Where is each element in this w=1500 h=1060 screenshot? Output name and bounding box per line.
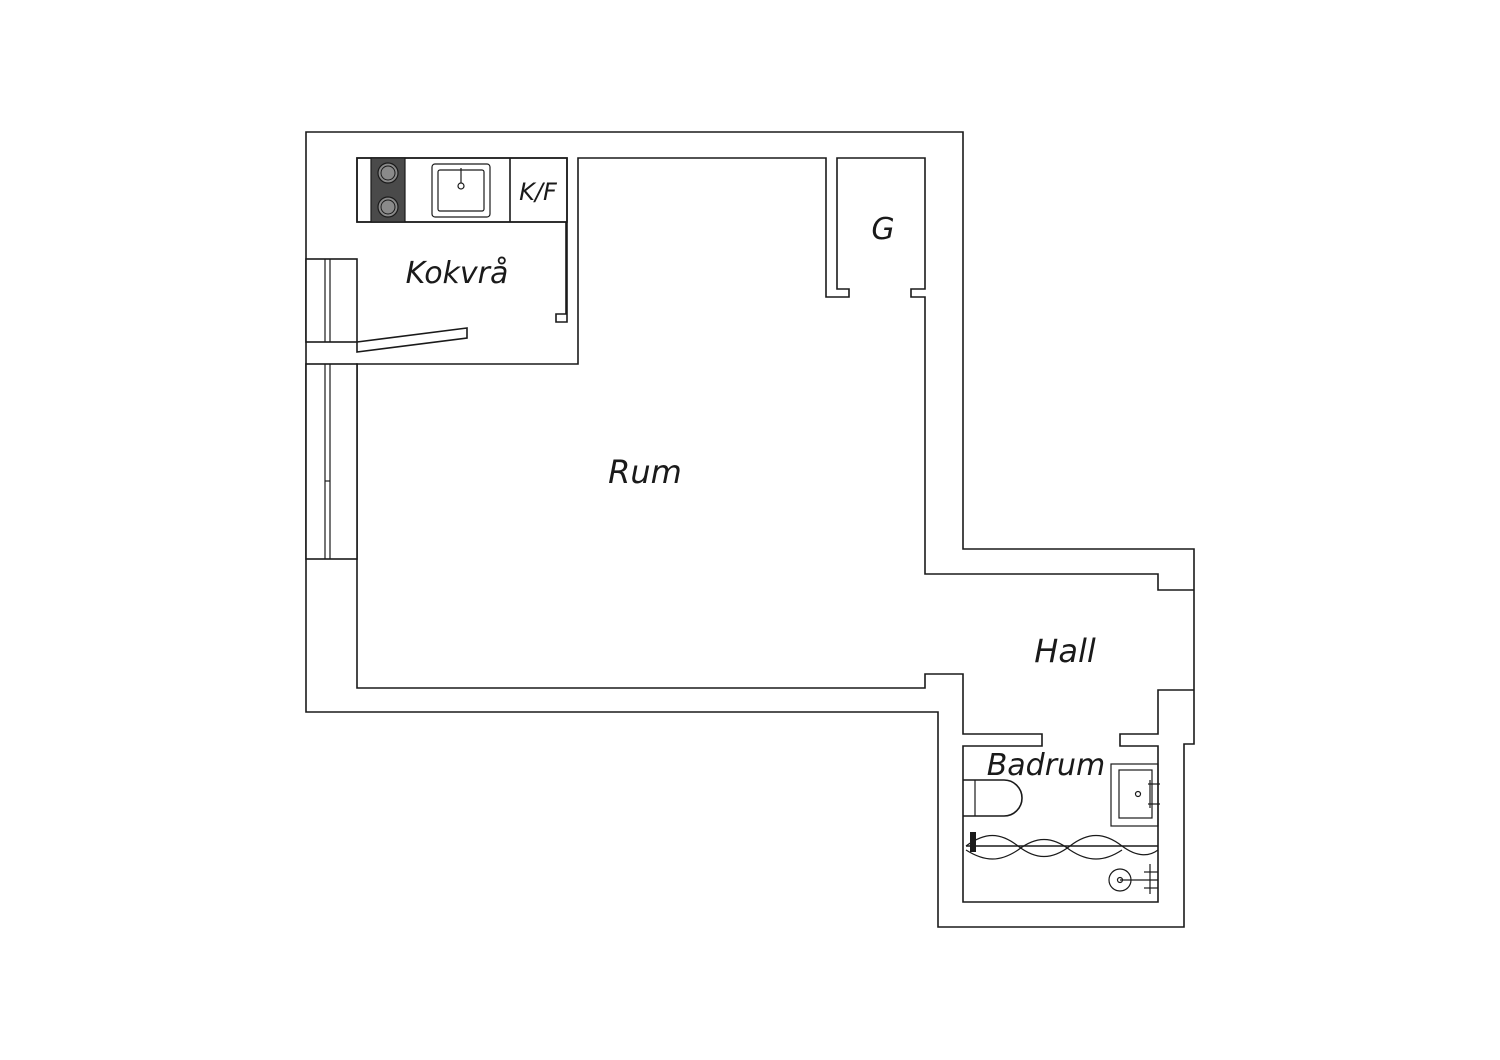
window-upper (305, 258, 358, 343)
room-label-rum: Rum (608, 453, 682, 491)
kitchen-sink-icon (431, 163, 491, 218)
walls (305, 131, 1195, 928)
toilet-icon (963, 779, 1023, 817)
room-label-hall: Hall (1034, 632, 1096, 670)
shower-curtain-icon (965, 832, 1159, 860)
room-label-kokvra: Kokvrå (406, 256, 509, 291)
stove-icon (370, 157, 406, 223)
kitchen-counter (356, 157, 568, 223)
bathroom-sink-icon (1110, 763, 1160, 827)
shower-head-icon (1108, 864, 1158, 894)
room-label-g: G (871, 212, 894, 247)
room-label-badrum: Badrum (987, 748, 1106, 783)
window-lower (305, 363, 358, 560)
room-label-kf: K/F (519, 178, 558, 206)
